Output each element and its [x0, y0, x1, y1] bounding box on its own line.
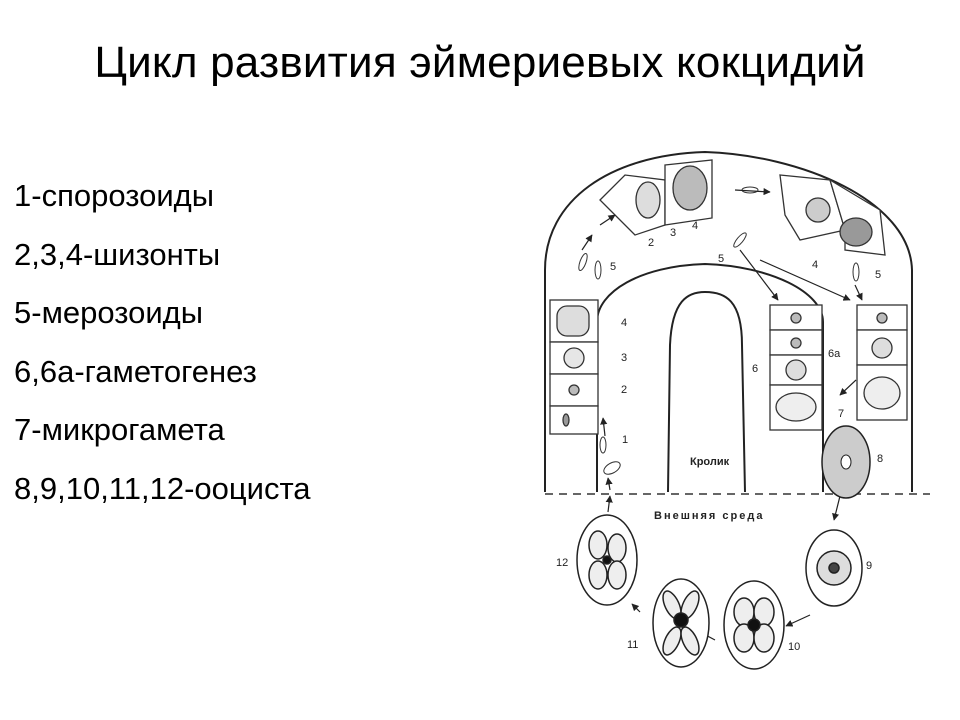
stage-number-10: 10: [788, 641, 800, 653]
stage-number-9: 9: [866, 560, 872, 572]
stage-number-3-left: 3: [621, 352, 627, 364]
epithelial-cells-top-left: [599, 159, 713, 236]
legend-item-sporozoites: 1-спорозоиды: [14, 178, 215, 213]
legend-item-merozoites: 5-мерозоиды: [14, 295, 204, 330]
stage-number-3-top: 3: [670, 227, 676, 239]
legend-item-gametogenesis: 6,6а-гаметогенез: [14, 353, 257, 389]
stage-number-4-left: 4: [621, 317, 627, 329]
host-label: Кролик: [690, 456, 730, 468]
stage-numbers: 1 2 3 4 5 2 3 4 5 4 5 6 6а 7 8 9 10 11 1…: [556, 220, 883, 653]
stage-number-4-top: 4: [692, 220, 698, 232]
stage-number-12: 12: [556, 557, 568, 569]
stage-number-7: 7: [838, 408, 844, 420]
epithelial-cells-right: [769, 304, 908, 431]
oocyst-10: [723, 580, 785, 670]
life-cycle-diagram: Кролик Внешняя среда 1 2 3 4 5 2 3 4 5 4…: [544, 150, 930, 670]
lumen-fold: [667, 290, 746, 493]
stage-number-8: 8: [877, 453, 883, 465]
legend-item-oocyst: 8,9,10,11,12-ооциста: [14, 470, 311, 506]
stage-number-6a: 6а: [828, 348, 841, 360]
slide-title: Цикл развития эймериевых кокцидий: [94, 38, 866, 87]
epithelial-cells-top-right: [779, 174, 886, 256]
environment-label: Внешняя среда: [654, 510, 764, 522]
stage-number-2-left: 2: [621, 384, 627, 396]
stage-number-6: 6: [752, 363, 758, 375]
legend-item-schizonts: 2,3,4-шизонты: [14, 236, 221, 272]
arch-inner-wall: [596, 262, 824, 492]
oocyst-12: [576, 514, 638, 606]
intestine-arch: [544, 150, 913, 493]
stage-number-1: 1: [622, 434, 628, 446]
legend-list: 1-спорозоиды 2,3,4-шизонты 5-мерозоиды 6…: [14, 180, 311, 531]
stage-number-11: 11: [627, 639, 638, 651]
oocyst-11: [652, 578, 710, 668]
arch-outer-wall: [544, 150, 913, 492]
stage-number-5-top: 5: [718, 253, 724, 265]
oocyst-9: [805, 529, 863, 607]
legend-item-microgamete: 7-микрогамета: [14, 412, 225, 447]
stage-number-5-left: 5: [610, 261, 616, 273]
stage-number-4-right: 4: [812, 259, 818, 271]
stage-number-5-right: 5: [875, 269, 881, 281]
stage-number-2-top: 2: [648, 237, 654, 249]
epithelial-cells-left: [549, 299, 599, 435]
